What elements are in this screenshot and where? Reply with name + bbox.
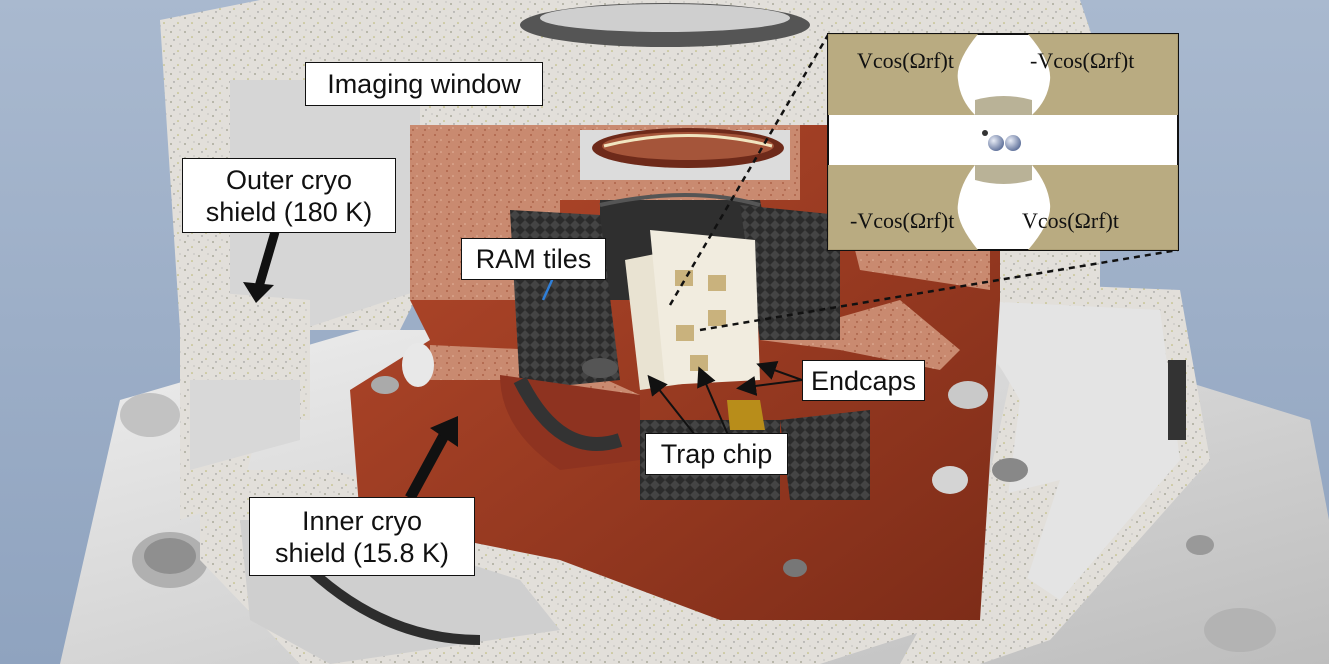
inner-cryo-shield-label: Inner cryo shield (15.8 K): [249, 497, 475, 576]
ion-2: [1005, 135, 1021, 151]
electrode-label-bottom-right: Vcos(Ωrf)t: [1022, 208, 1119, 233]
outer-cryo-shield-line1: Outer cryo: [225, 164, 353, 195]
ion-1: [988, 135, 1004, 151]
imaging-window-label: Imaging window: [305, 62, 543, 106]
endcaps-label: Endcaps: [802, 360, 925, 401]
outer-cryo-shield-label: Outer cryo shield (180 K): [182, 158, 396, 233]
outer-cryo-shield-line2: shield (180 K): [205, 196, 373, 227]
ion-3: [982, 130, 988, 136]
electrode-label-bottom-left: -Vcos(Ωrf)t: [850, 208, 954, 233]
ram-tiles-label: RAM tiles: [461, 238, 606, 280]
inner-cryo-shield-line1: Inner cryo: [301, 505, 423, 536]
inner-cryo-shield-line2: shield (15.8 K): [274, 537, 450, 568]
electrode-inset: Vcos(Ωrf)t -Vcos(Ωrf)t -Vcos(Ωrf)t Vcos(…: [827, 33, 1179, 251]
electrode-label-top-right: -Vcos(Ωrf)t: [1030, 48, 1134, 73]
electrode-label-top-left: Vcos(Ωrf)t: [857, 48, 954, 73]
trap-chip-label: Trap chip: [645, 433, 788, 475]
